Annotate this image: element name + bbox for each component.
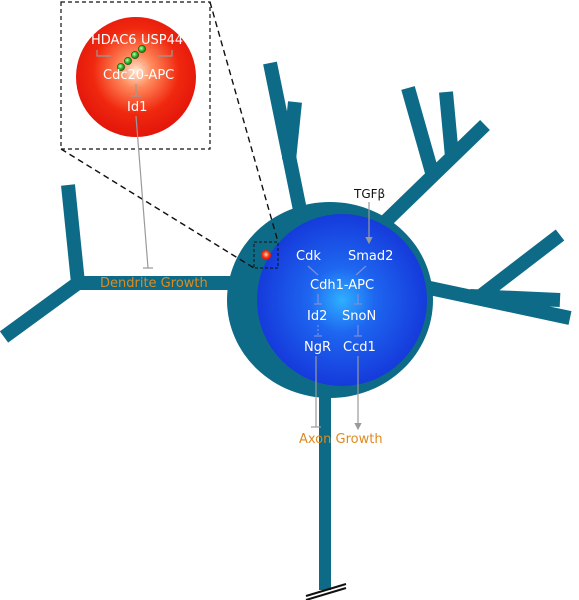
label-usp44: USP44: [141, 33, 183, 48]
top-dendrite: [263, 61, 307, 212]
cdk-inhibit-cdh1: [307, 265, 319, 276]
usp44-inhibit-bracket: [158, 50, 173, 57]
inset-pathway: HDAC6 USP44 Cdc20-APC Id1: [91, 33, 183, 115]
label-cdh1-apc: Cdh1-APC: [310, 278, 374, 293]
upper-right-dendrite: [380, 86, 490, 228]
label-ngr: NgR: [304, 340, 331, 355]
label-id1: Id1: [127, 100, 147, 115]
id1-to-dendrite-connector: [135, 115, 153, 269]
centrosome-dot: [261, 250, 271, 260]
ubiquitin-chain-icon: [117, 45, 146, 71]
label-cdk: Cdk: [296, 249, 321, 264]
zoom-target-box: [253, 241, 279, 269]
inset-centrosome: [76, 17, 196, 137]
label-cdc20-apc: Cdc20-APC: [103, 68, 174, 83]
smad2-activate-cdh1: [355, 265, 367, 276]
zoom-line-bottom: [60, 148, 255, 269]
zoom-line-top: [209, 1, 279, 243]
centrosome-zoom: [60, 1, 279, 269]
label-dendrite-growth: Dendrite Growth: [100, 276, 208, 291]
label-id2: Id2: [307, 309, 327, 324]
label-ccd1: Ccd1: [343, 340, 376, 355]
label-axon-growth: Axon Growth: [299, 432, 383, 447]
label-snon: SnoN: [342, 309, 376, 324]
label-tgfb: TGFβ: [353, 187, 385, 201]
label-hdac6: HDAC6: [91, 33, 137, 48]
nucleus: [257, 214, 427, 386]
hdac6-inhibit-bracket: [96, 50, 111, 57]
axon-break-icon: [305, 583, 347, 600]
right-dendrite: [423, 229, 572, 325]
label-smad2: Smad2: [348, 249, 393, 264]
left-dendrite: [0, 184, 230, 343]
nucleus-pathway: TGFβ Cdk Smad2 Cdh1-APC Id2 SnoN NgR Ccd…: [296, 187, 393, 431]
